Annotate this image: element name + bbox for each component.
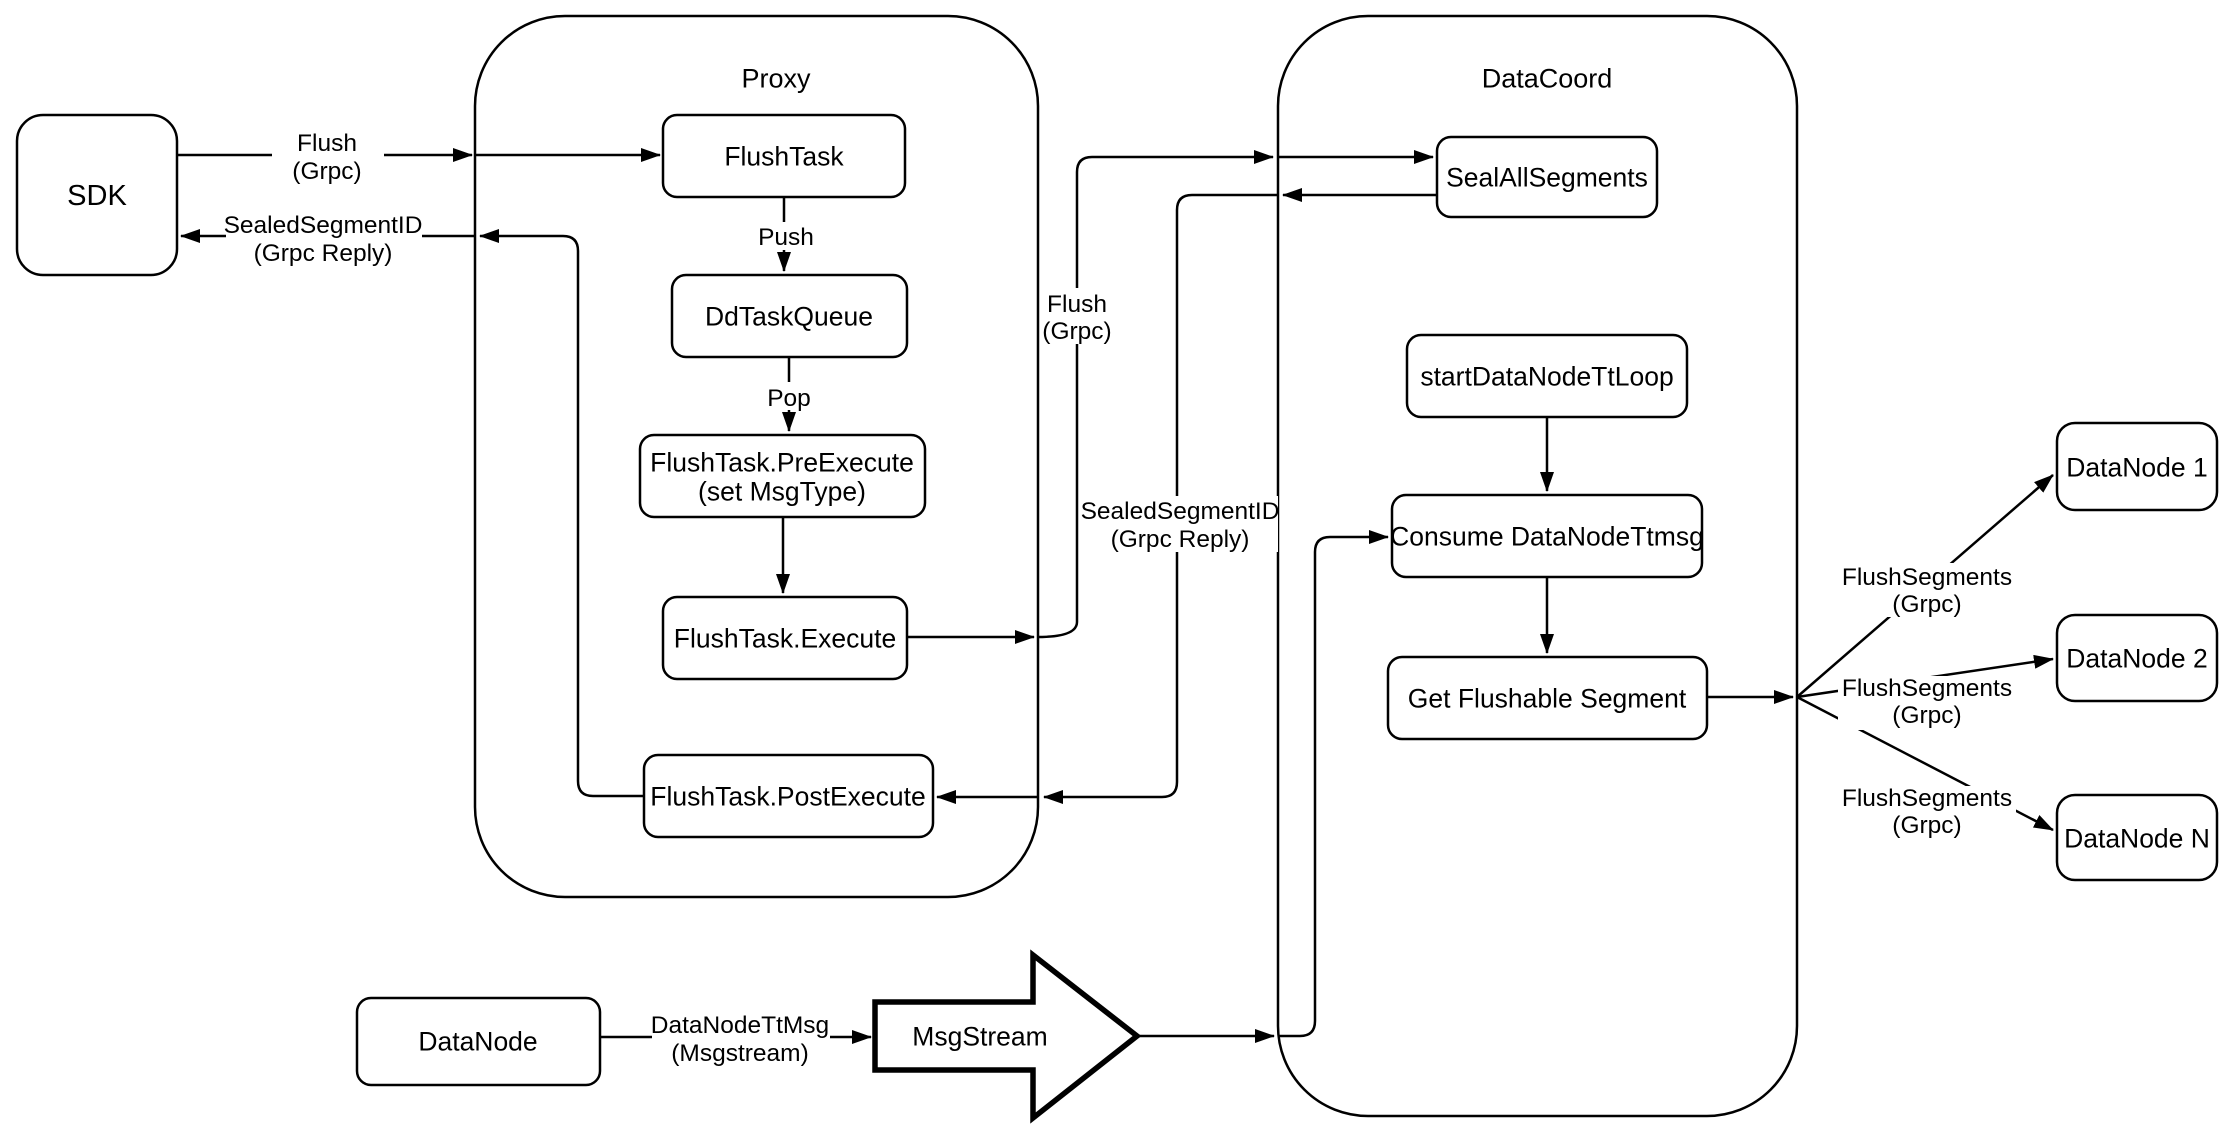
edge-label-sealedsegmentid-mid-line2: (Grpc Reply)	[1111, 526, 1250, 553]
edge-label-flushsegments3-line1: FlushSegments	[1842, 785, 2012, 812]
edge-label-flushsegments2-line1: FlushSegments	[1842, 675, 2012, 702]
edge-label-sealedsegmentid-sdk-line1: SealedSegmentID	[224, 212, 423, 239]
node-preexecute-label-line1: FlushTask.PreExecute	[650, 447, 914, 477]
label-bg	[1040, 288, 1116, 344]
edge-flush-up-to-datacoord-border	[1037, 150, 1274, 639]
edge-label-flushsegments1-line1: FlushSegments	[1842, 564, 2012, 591]
node-ddtaskqueue-label: DdTaskQueue	[705, 301, 873, 331]
node-getflushablesegment	[1386, 655, 1709, 741]
label-bg	[754, 222, 818, 250]
label-bg	[272, 128, 384, 186]
node-msgstream-label: MsgStream	[912, 1021, 1047, 1051]
node-sdk	[15, 113, 179, 277]
node-consumedatanodettmsg	[1390, 493, 1704, 579]
node-sealallsegments	[1435, 135, 1659, 219]
proxy-container	[473, 14, 1040, 899]
label-bg	[1838, 786, 2016, 840]
edge-postexecute-to-proxy-border	[479, 229, 644, 798]
edge-label-sealedsegmentid-mid-line1: SealedSegmentID	[1081, 498, 1280, 525]
edge-label-flush-mid-line2: (Grpc)	[1042, 318, 1111, 345]
node-flushtask	[661, 113, 907, 199]
proxy-container-title: Proxy	[741, 63, 811, 93]
node-postexecute	[642, 753, 935, 839]
edge-label-flushsegments2-line2: (Grpc)	[1892, 702, 1961, 729]
node-datanoden	[2055, 793, 2219, 882]
node-sdk-label: SDK	[67, 180, 127, 212]
node-execute	[661, 595, 909, 681]
node-preexecute-label-line2: (set MsgType)	[698, 476, 866, 506]
node-getflushablesegment-label: Get Flushable Segment	[1408, 683, 1687, 713]
edge-label-flush-sdk-line1: Flush	[297, 130, 357, 157]
node-datanode1-label: DataNode 1	[2066, 452, 2207, 482]
node-datanoden-label: DataNode N	[2064, 823, 2210, 853]
node-postexecute-label: FlushTask.PostExecute	[650, 781, 925, 811]
edge-label-flush-mid-line1: Flush	[1047, 291, 1107, 318]
node-datanode2	[2055, 613, 2219, 703]
edge-label-flushsegments1-line2: (Grpc)	[1892, 591, 1961, 618]
label-bg	[226, 212, 422, 268]
node-consumedatanodettmsg-label: Consume DataNodeTtmsg	[1390, 521, 1704, 551]
node-execute-label: FlushTask.Execute	[674, 623, 896, 653]
node-flushtask-label: FlushTask	[724, 141, 844, 171]
node-startdatanodettloop	[1405, 333, 1689, 419]
node-datanode1	[2055, 421, 2219, 512]
edge-border-up-to-consume	[1278, 530, 1389, 1038]
label-bg	[1838, 676, 2016, 730]
label-bg	[1082, 496, 1278, 552]
edge-label-push: Push	[758, 224, 814, 251]
node-sealallsegments-label: SealAllSegments	[1446, 162, 1648, 192]
node-datanode-bottom	[355, 996, 602, 1087]
node-startdatanodettloop-label: startDataNodeTtLoop	[1420, 361, 1673, 391]
edge-label-datanodettmsg-line2: (Msgstream)	[671, 1040, 808, 1067]
edge-label-sealedsegmentid-sdk-line2: (Grpc Reply)	[254, 240, 393, 267]
node-ddtaskqueue	[670, 273, 909, 359]
label-bg	[652, 1012, 830, 1070]
node-msgstream-block-arrow	[872, 949, 1142, 1124]
node-preexecute	[638, 433, 927, 519]
label-bg	[760, 382, 818, 410]
datacoord-container	[1276, 14, 1799, 1118]
label-bg	[1838, 563, 2016, 617]
edge-label-pop: Pop	[767, 385, 811, 412]
node-datanode2-label: DataNode 2	[2066, 643, 2207, 673]
edge-label-flushsegments3-line2: (Grpc)	[1892, 812, 1961, 839]
node-datanode-bottom-label: DataNode	[418, 1026, 537, 1056]
datacoord-container-title: DataCoord	[1482, 63, 1613, 93]
edge-label-flush-sdk-line2: (Grpc)	[292, 158, 361, 185]
edge-label-datanodettmsg-line1: DataNodeTtMsg	[651, 1012, 829, 1039]
